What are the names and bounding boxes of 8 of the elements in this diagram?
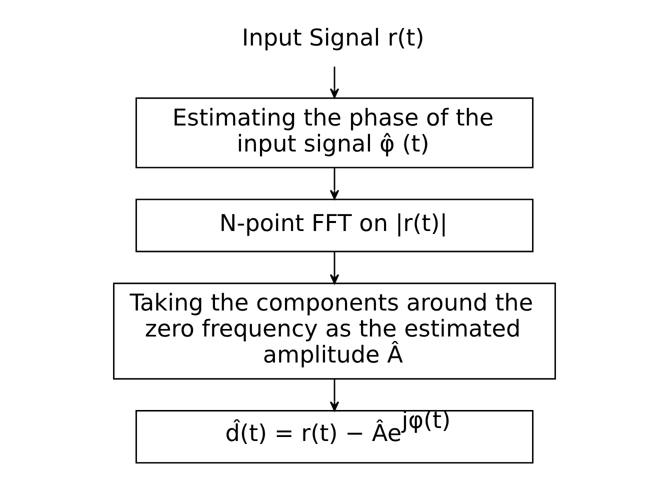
arrow <box>329 168 339 200</box>
arrow <box>329 379 339 412</box>
node-text: Input Signal r(t) <box>241 26 424 52</box>
arrow <box>329 66 339 98</box>
arrow <box>329 252 339 284</box>
node-box: Taking the components around the zero frequency as the estimated amplitude Â <box>112 282 556 380</box>
node-box: N-point FFT on |r(t)| <box>135 198 533 252</box>
node-box: Estimating the phase of the input signal φ̂ (t) <box>135 97 533 168</box>
